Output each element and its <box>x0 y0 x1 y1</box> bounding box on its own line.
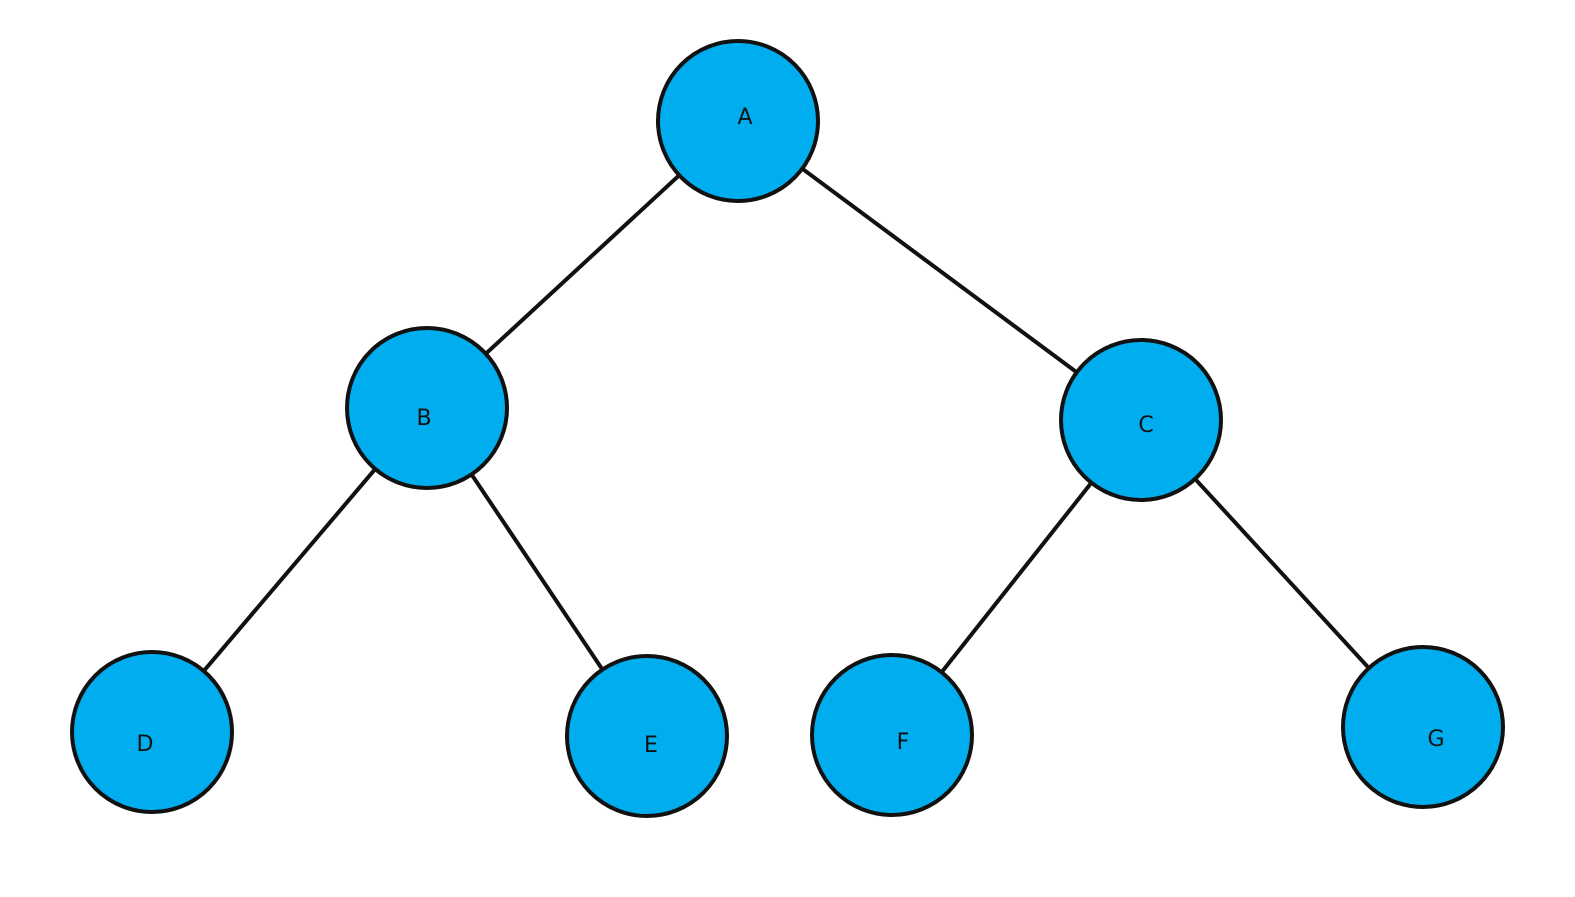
node-circle-g <box>1341 645 1505 809</box>
node-label-a: A <box>737 105 752 130</box>
node-circle-b <box>345 326 509 490</box>
node-d: D <box>70 650 234 814</box>
edge-a-c <box>736 119 1143 422</box>
node-label-e: E <box>644 733 658 758</box>
node-circle-f <box>810 653 974 817</box>
edges-layer <box>150 119 1425 738</box>
node-label-g: G <box>1427 727 1444 752</box>
node-circle-c <box>1059 338 1223 502</box>
node-circle-e <box>565 654 729 818</box>
node-circle-a <box>656 39 820 203</box>
node-label-c: C <box>1138 413 1153 438</box>
node-label-f: F <box>897 730 910 755</box>
node-b: B <box>345 326 509 490</box>
node-e: E <box>565 654 729 818</box>
nodes-layer: A B C D E F G <box>70 39 1505 818</box>
node-a: A <box>656 39 820 203</box>
node-label-b: B <box>416 406 431 431</box>
node-g: G <box>1341 645 1505 809</box>
node-f: F <box>810 653 974 817</box>
node-label-d: D <box>137 732 154 757</box>
node-circle-d <box>70 650 234 814</box>
node-c: C <box>1059 338 1223 502</box>
